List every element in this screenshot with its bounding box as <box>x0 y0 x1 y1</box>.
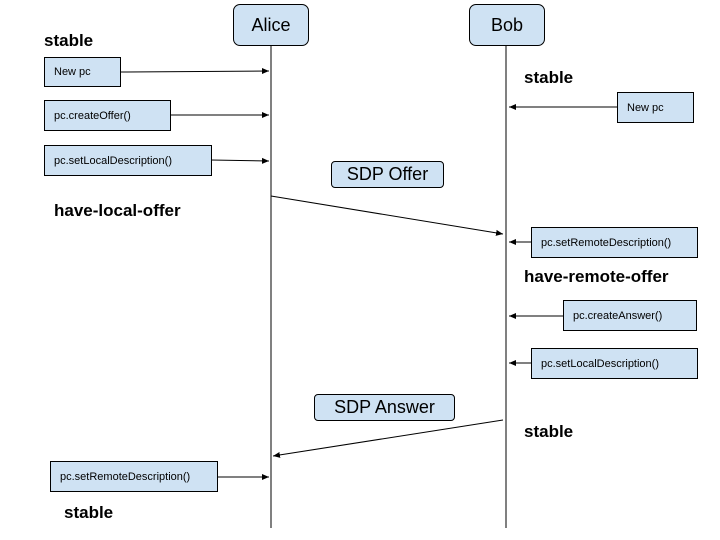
arrow-alice-new-pc <box>119 68 270 75</box>
state-have-local-offer: have-local-offer <box>54 201 181 220</box>
state-have-remote-offer: have-remote-offer <box>524 267 669 286</box>
bob-set-local-description-box: pc.setLocalDescription() <box>531 348 698 379</box>
alice-actor: Alice <box>233 4 309 46</box>
state-bob-stable-final: stable <box>524 422 574 441</box>
arrow-sdp-answer <box>272 419 504 458</box>
state-alice-stable-initial: stable <box>44 31 94 50</box>
sdp-offer-label: SDP Offer <box>331 161 444 188</box>
alice-new-pc-box: New pc <box>44 57 121 87</box>
sdp-answer-label: SDP Answer <box>314 394 455 421</box>
arrow-alice-set-local <box>210 157 270 164</box>
bob-actor: Bob <box>469 4 545 46</box>
arrow-sdp-offer <box>270 195 504 236</box>
bob-create-answer-box: pc.createAnswer() <box>563 300 697 331</box>
alice-create-offer-box: pc.createOffer() <box>44 100 171 131</box>
state-bob-stable-initial: stable <box>524 68 574 87</box>
bob-new-pc-box: New pc <box>617 92 694 123</box>
alice-set-local-description-box: pc.setLocalDescription() <box>44 145 212 176</box>
state-alice-stable-final: stable <box>64 503 114 522</box>
alice-set-remote-description-box: pc.setRemoteDescription() <box>50 461 218 492</box>
bob-set-remote-description-box: pc.setRemoteDescription() <box>531 227 698 258</box>
